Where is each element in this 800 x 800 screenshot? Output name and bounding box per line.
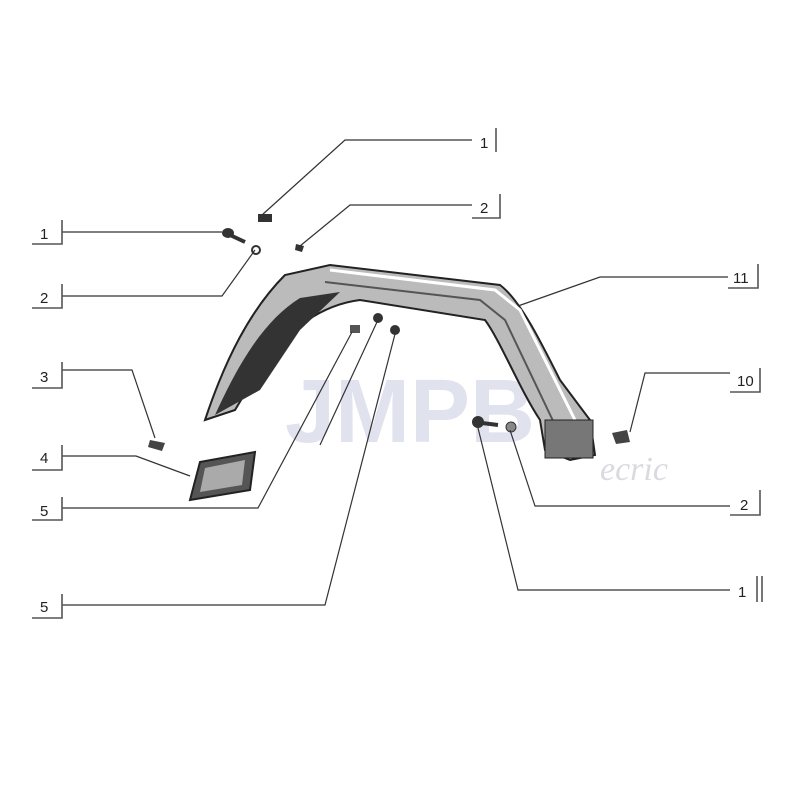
- callout-2-left: 2: [32, 284, 63, 309]
- nut-icon: [295, 244, 304, 252]
- watermark: JMPB: [285, 362, 535, 462]
- callout-2-right: 2: [730, 490, 761, 516]
- svg-text:2: 2: [480, 200, 488, 217]
- callout-3: 3: [32, 362, 63, 389]
- watermark-sub: ecric: [600, 451, 668, 488]
- svg-text:2: 2: [740, 497, 748, 514]
- clip-icon: [612, 430, 630, 444]
- callout-4: 4: [32, 445, 63, 471]
- leader-lines: [62, 139, 730, 606]
- svg-text:1: 1: [480, 135, 488, 152]
- bolt-icon: [222, 228, 246, 244]
- callout-10: 10: [730, 368, 761, 393]
- bolt-icon: [472, 416, 499, 428]
- svg-text:JMPB: JMPB: [285, 362, 535, 462]
- rear-fender: [203, 263, 597, 462]
- screw-icon: [148, 440, 165, 451]
- callout-11: 11: [728, 264, 759, 289]
- callout-5-lower: 5: [32, 594, 63, 619]
- callout-1-right: 1: [738, 576, 763, 602]
- callout-1-top: 1: [480, 128, 497, 152]
- callout-2-top: 2: [472, 194, 501, 219]
- nut-icon: [390, 325, 400, 335]
- svg-text:2: 2: [40, 290, 48, 307]
- svg-text:3: 3: [40, 369, 48, 386]
- svg-text:10: 10: [737, 373, 754, 390]
- svg-text:4: 4: [40, 450, 48, 467]
- callout-1-left: 1: [32, 220, 63, 245]
- bolt-icon: [258, 214, 272, 222]
- svg-text:1: 1: [738, 584, 746, 601]
- svg-text:5: 5: [40, 503, 48, 520]
- svg-text:5: 5: [40, 599, 48, 616]
- clip-icon: [350, 325, 360, 333]
- callout-5-upper: 5: [32, 497, 63, 521]
- svg-text:1: 1: [40, 226, 48, 243]
- washer-icon: [505, 421, 517, 433]
- reflector-icon: [188, 450, 257, 502]
- svg-text:11: 11: [733, 270, 749, 287]
- svg-text:ecric: ecric: [600, 451, 668, 488]
- nut-icon: [373, 313, 383, 323]
